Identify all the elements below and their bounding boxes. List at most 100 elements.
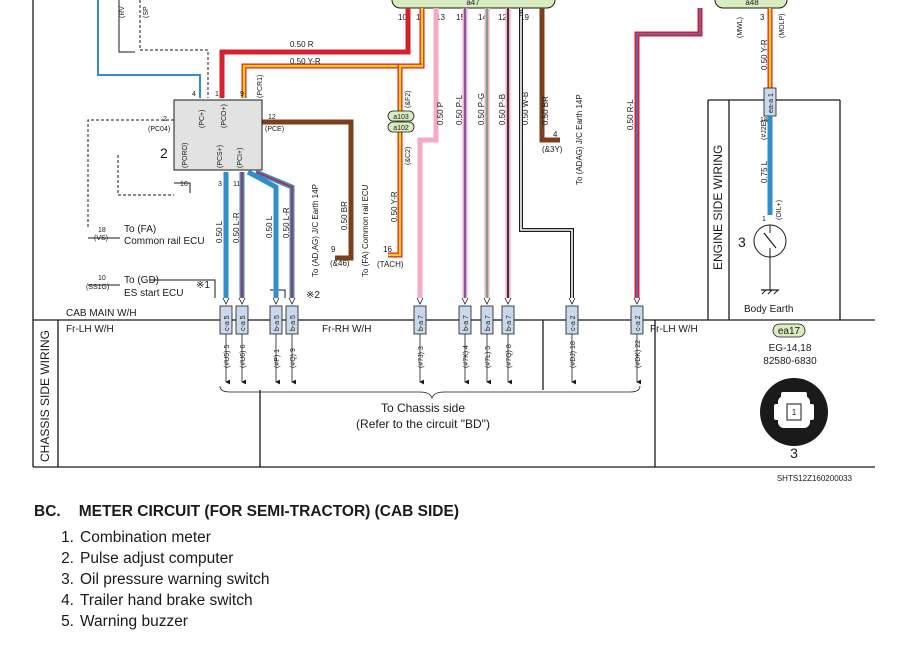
svg-text:10: 10 — [398, 13, 407, 22]
engine-side-label: ENGINE SIDE WIRING — [711, 145, 725, 270]
svg-text:※2: ※2 — [306, 290, 320, 301]
wire-yellow-splice — [388, 63, 422, 258]
oil-pressure-switch — [753, 224, 787, 295]
svg-text:(#DK) 22: (#DK) 22 — [635, 340, 642, 368]
svg-text:b-a 7: b-a 7 — [485, 315, 492, 331]
wire-brown-top — [539, 8, 560, 143]
svg-text:c-a 5: c-a 5 — [240, 315, 247, 331]
wire-pink — [417, 8, 439, 298]
connector-detail-ea17: ea17 EG-14,18 82580-6830 1 3 — [760, 323, 828, 461]
a47-pin-numbers: 10 11 13 15 14 12 19 3 — [398, 13, 765, 22]
svg-text:c-a 2: c-a 2 — [570, 315, 577, 331]
terminal-connector: c-a 5 (#U6) 6 — [235, 297, 249, 385]
svg-text:2: 2 — [163, 116, 167, 123]
body-earth-label: Body Earth — [744, 304, 793, 315]
pulse-adjust-computer — [173, 99, 263, 171]
svg-text:9: 9 — [240, 91, 244, 98]
svg-text:To (GD): To (GD) — [124, 275, 159, 286]
svg-text:ES start ECU: ES start ECU — [124, 288, 183, 299]
chassis-brace — [219, 385, 641, 400]
label-050p: 0.50 P — [436, 102, 445, 125]
chassis-note-2: (Refer to the circuit "BD") — [356, 417, 490, 431]
wiring-diagram: a47 a48 10 11 13 15 14 12 19 3 (RV (SP 0… — [32, 0, 875, 483]
svg-text:(PCO+): (PCO+) — [221, 104, 228, 128]
ref-adag-earth: To (ADAG) J/C Earth 14P — [575, 94, 584, 185]
splice-a103-a102: a103 a102 — [387, 110, 415, 133]
terminal-connector: b-a 7 (#7Q) 8 — [501, 297, 515, 385]
svg-text:12: 12 — [498, 13, 507, 22]
chassis-side-label: CHASSIS SIDE WIRING — [38, 330, 52, 462]
svg-text:(PC04): (PC04) — [148, 126, 170, 133]
terminal-connector: c-a 2 (#DJ) 18 — [565, 297, 579, 385]
svg-text:※1: ※1 — [196, 280, 210, 291]
svg-text:a48: a48 — [745, 0, 759, 7]
tach-label: (TACH) — [377, 260, 404, 269]
list-item: 2.Pulse adjust computer — [61, 550, 234, 567]
svg-text:(VS): (VS) — [94, 235, 108, 242]
label-050pl: 0.50 P-L — [455, 94, 464, 125]
terminal-connector: b-a 7 (#7K) 4 — [458, 297, 472, 385]
svg-text:a47: a47 — [466, 0, 480, 7]
svg-text:To (FA): To (FA) — [124, 224, 156, 235]
svg-text:11: 11 — [233, 181, 240, 188]
component-2-number: 2 — [160, 145, 168, 161]
svg-text:(PORO): (PORO) — [182, 143, 189, 168]
wire-red — [219, 8, 411, 98]
label-050pb: 0.50 P-B — [498, 94, 507, 125]
svg-text:c-a 2: c-a 2 — [635, 315, 642, 331]
wire-yellow-red-top — [241, 8, 425, 98]
svg-text:(#U5) 5: (#U5) 5 — [224, 345, 231, 368]
label-050lr-a: 0.50 L-R — [232, 212, 241, 243]
svg-text:1: 1 — [792, 408, 797, 417]
caption-title: METER CIRCUIT (FOR SEMI-TRACTOR) (CAB SI… — [78, 503, 460, 520]
caption-title-row: BC. METER CIRCUIT (FOR SEMI-TRACTOR) (CA… — [34, 503, 459, 521]
svg-text:b-a 7: b-a 7 — [506, 315, 513, 331]
c2-label: (&C2) — [405, 147, 412, 165]
svg-text:3: 3 — [218, 181, 222, 188]
svg-text:19: 19 — [520, 13, 529, 22]
cab-main-label: CAB MAIN W/H — [66, 308, 137, 319]
rv-label: (RV — [119, 6, 126, 18]
svg-text:4: 4 — [192, 91, 196, 98]
fr-rh-label: Fr-RH W/H — [322, 324, 371, 335]
label-050yr-right: 0.50 Y-R — [760, 39, 769, 70]
svg-text:(#7J) 3: (#7J) 3 — [418, 346, 425, 368]
list-item: 5.Warning buzzer — [61, 613, 188, 630]
svg-text:14: 14 — [478, 13, 487, 22]
connector-a48: a48 — [714, 0, 788, 9]
fr-lh-left-label: Fr-LH W/H — [66, 324, 114, 335]
three-y-label: (&3Y) — [542, 145, 563, 154]
label-050l-b: 0.50 L — [265, 215, 274, 238]
svg-text:b-a 7: b-a 7 — [463, 315, 470, 331]
connector-ea-a1: ea-a 1 — [763, 87, 777, 117]
terminal-connector: b-a 5 (#P) 1 — [269, 297, 283, 385]
label-050wb: 0.50 W-B — [521, 92, 530, 125]
wire-r-l — [634, 8, 703, 298]
label-050pg: 0.50 P-G — [477, 93, 486, 125]
pin1-label: 1 — [762, 216, 766, 223]
svg-text:a102: a102 — [393, 125, 409, 132]
ref-ad-ag-earth: To (AD,AG) J/C Earth 14P — [311, 184, 320, 277]
label-050r: 0.50 R — [290, 40, 314, 49]
label-050l-a: 0.50 L — [215, 220, 224, 243]
svg-text:10: 10 — [98, 275, 106, 282]
svg-text:(#DJ) 18: (#DJ) 18 — [570, 341, 577, 368]
blue-thin-wire — [97, 0, 201, 98]
ref-fa: 18 (VS) To (FA) Common rail ECU — [94, 224, 205, 247]
ref-fa-rail-vert: To (FA) Common rail ECU — [361, 184, 370, 277]
svg-text:b-a 7: b-a 7 — [418, 315, 425, 331]
terminal-connectors: c-a 5 (#U5) 5 c-a 5 (#U6) 6 b-a 5 (#P) 1… — [219, 297, 644, 385]
svg-text:(PCI+): (PCI+) — [237, 148, 244, 168]
svg-text:ea-a 1: ea-a 1 — [768, 93, 775, 113]
wire-brown-mid — [262, 119, 354, 261]
svg-text:13: 13 — [436, 13, 445, 22]
svg-text:82580-6830: 82580-6830 — [763, 356, 817, 367]
label-075l: 0.75 L — [760, 160, 769, 183]
svg-text:3: 3 — [790, 445, 798, 461]
svg-text:(PC+): (PC+) — [199, 110, 206, 128]
terminal-connector: c-a 2 (#DK) 22 — [630, 297, 644, 385]
frame-lines — [32, 0, 875, 468]
label-050br-mid: 0.50 BR — [340, 201, 349, 230]
svg-text:(PCS+): (PCS+) — [217, 145, 224, 168]
wire-w-b — [519, 8, 574, 298]
